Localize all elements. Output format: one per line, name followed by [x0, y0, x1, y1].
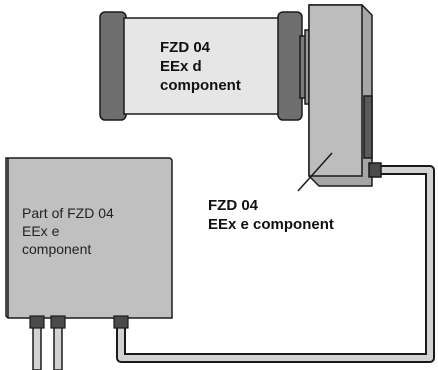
eexd-label-line-2: EEx d: [160, 58, 202, 75]
box-cable-glands: [29, 315, 129, 329]
bottom-left-pipes: [32, 325, 63, 370]
junction-box: [5, 157, 173, 319]
eexe-housing: [308, 4, 382, 187]
housing-cable-gland: [368, 162, 382, 178]
cylinder-right-cap: [277, 11, 303, 121]
box-label: Part of FZD 04 EEx e component: [22, 205, 118, 257]
eexe-label: FZD 04 EEx e component: [208, 197, 334, 233]
eexe-label-line-1: FZD 04: [208, 197, 259, 214]
cylinder-body: [123, 17, 281, 115]
gland-2: [50, 315, 66, 329]
box-label-line-1: Part of FZD 04: [22, 205, 114, 221]
eexd-label-line-1: FZD 04: [160, 39, 211, 56]
leader-line: [297, 152, 333, 192]
eexe-label-line-2: EEx e component: [208, 216, 334, 233]
gland-1: [29, 315, 45, 329]
housing-side-plate: [363, 95, 373, 159]
box-label-line-3: component: [22, 241, 91, 257]
cylinder-left-cap: [99, 11, 127, 121]
box-label-line-2: EEx e: [22, 223, 60, 239]
eexd-label: FZD 04 EEx d component: [160, 39, 241, 94]
gland-3: [113, 315, 129, 329]
eexd-cylinder: [99, 11, 303, 121]
conduit-pipe: [116, 165, 435, 363]
eexd-label-line-3: component: [160, 77, 241, 94]
